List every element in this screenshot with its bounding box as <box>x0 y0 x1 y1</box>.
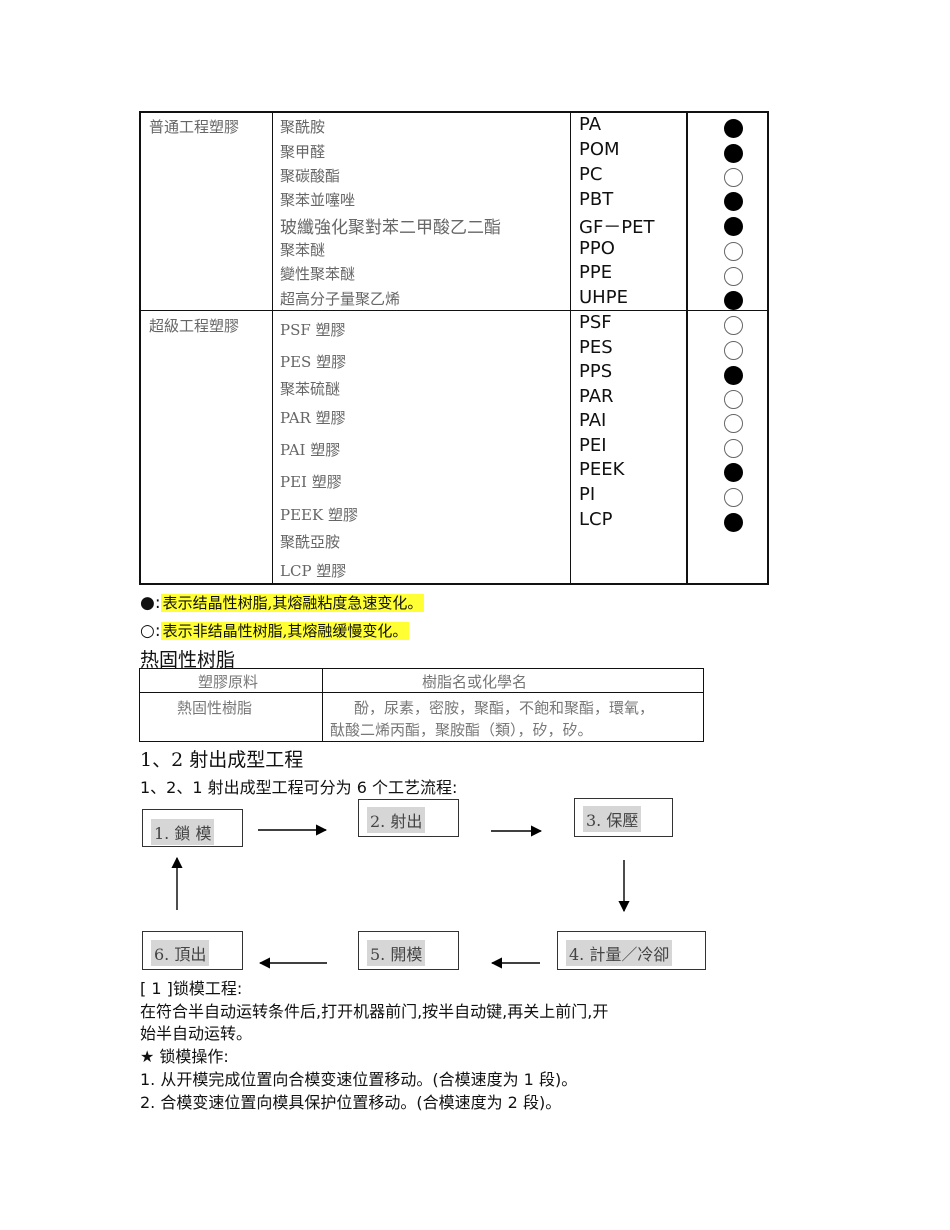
crystalline-dot-icon <box>724 144 743 163</box>
material-name: 變性聚苯醚 <box>280 265 356 283</box>
table-divider <box>570 113 571 583</box>
material-name: PSF 塑膠 <box>280 321 346 339</box>
table-row-divider <box>141 310 767 311</box>
material-name: 玻纖強化聚對苯二甲酸乙二酯 <box>280 218 501 238</box>
legend-amorphous: ○:表示非结晶性树脂,其熔融缓慢变化。 <box>140 620 410 641</box>
material-abbreviation: PAR <box>579 386 614 407</box>
filled-circle-icon: ●: <box>140 593 161 613</box>
legend-crystalline-text: 表示结晶性树脂,其熔融粘度急速变化。 <box>160 594 425 612</box>
material-name: LCP 塑膠 <box>280 562 347 580</box>
thermoset-heading: 热固性树脂 <box>140 649 236 671</box>
thermoset-resin-list: 酞酸二烯丙酯，聚胺酯（類），矽，矽。 <box>330 721 593 739</box>
material-name: 聚苯醚 <box>280 241 326 259</box>
open-circle-icon: ○: <box>140 621 161 641</box>
amorphous-dot-icon <box>724 267 743 286</box>
table-row-divider <box>140 692 703 693</box>
material-abbreviation: PPS <box>579 361 613 382</box>
flow-step-open-mold: 5. 開模 <box>358 931 459 970</box>
material-name: 超高分子量聚乙烯 <box>280 290 401 308</box>
material-table: 普通工程塑膠 超級工程塑膠 聚酰胺 聚甲醛 聚碳酸酯 聚苯並噻唑 玻纖強化聚對苯… <box>139 111 769 585</box>
thermoset-resin-list: 酚，尿素，密胺，聚酯，不飽和聚酯，環氧， <box>354 699 655 717</box>
clamp-process-title: [ 1 ]锁模工程: <box>140 979 243 998</box>
clamp-operation-title: ★ 锁模操作: <box>140 1047 229 1066</box>
amorphous-dot-icon <box>724 341 743 360</box>
amorphous-dot-icon <box>724 414 743 433</box>
flow-step-eject: 6. 頂出 <box>142 931 243 970</box>
material-name: 聚酰亞胺 <box>280 533 341 551</box>
paragraph-line: 在符合半自动运转条件后,打开机器前门,按半自动键,再关上前门,开 <box>140 1002 609 1021</box>
paragraph-line: 始半自动运转。 <box>140 1024 253 1043</box>
material-name: PEEK 塑膠 <box>280 506 358 524</box>
material-abbreviation: PSF <box>579 312 612 333</box>
category-super-engineering-plastics: 超級工程塑膠 <box>149 317 240 335</box>
amorphous-dot-icon <box>724 439 743 458</box>
material-name: PES 塑膠 <box>280 353 347 371</box>
crystalline-dot-icon <box>724 463 743 482</box>
thermoset-row-label: 熱固性樹脂 <box>177 699 253 717</box>
material-abbreviation: PC <box>579 164 603 185</box>
amorphous-dot-icon <box>724 488 743 507</box>
material-abbreviation: PPO <box>579 238 615 259</box>
material-name: 聚苯並噻唑 <box>280 191 356 209</box>
crystalline-dot-icon <box>724 217 743 236</box>
material-abbreviation: POM <box>579 139 620 160</box>
crystalline-dot-icon <box>724 291 743 310</box>
flow-step-inject: 2. 射出 <box>358 799 459 837</box>
material-name: 聚碳酸酯 <box>280 167 341 185</box>
material-abbreviation: LCP <box>579 509 613 530</box>
material-abbreviation: PBT <box>579 189 614 210</box>
material-name: 聚苯硫醚 <box>280 380 341 398</box>
amorphous-dot-icon <box>724 316 743 335</box>
material-abbreviation: PEEK <box>579 459 625 480</box>
amorphous-dot-icon <box>724 168 743 187</box>
material-abbreviation: PI <box>579 484 596 505</box>
thermoset-table: 塑膠原料 樹脂名或化學名 熱固性樹脂 酚，尿素，密胺，聚酯，不飽和聚酯，環氧， … <box>139 668 704 742</box>
material-abbreviation: PAI <box>579 410 607 431</box>
legend-amorphous-text: 表示非结晶性树脂,其熔融缓慢变化。 <box>160 622 410 640</box>
material-name: 聚酰胺 <box>280 118 326 136</box>
crystalline-dot-icon <box>724 119 743 138</box>
thermoset-col-header-resin: 樹脂名或化學名 <box>422 673 528 691</box>
material-name: PEI 塑膠 <box>280 473 342 491</box>
material-name: PAI 塑膠 <box>280 441 341 459</box>
category-engineering-plastics: 普通工程塑膠 <box>149 118 240 136</box>
crystalline-dot-icon <box>724 366 743 385</box>
section-subheading: 1、2、1 射出成型工程可分为 6 个工艺流程: <box>140 778 458 797</box>
list-item: 2. 合模变速位置向模具保护位置移动。(合模速度为 2 段)。 <box>140 1093 562 1112</box>
amorphous-dot-icon <box>724 242 743 261</box>
amorphous-dot-icon <box>724 390 743 409</box>
material-name: 聚甲醛 <box>280 143 326 161</box>
flow-step-meter-cool: 4. 計量／冷卻 <box>557 931 706 970</box>
crystalline-dot-icon <box>724 192 743 211</box>
material-abbreviation: GF－PET <box>579 217 655 238</box>
material-abbreviation: PEI <box>579 435 607 456</box>
legend-crystalline: ●:表示结晶性树脂,其熔融粘度急速变化。 <box>140 592 425 613</box>
table-divider <box>272 113 273 583</box>
material-abbreviation: PA <box>579 114 602 135</box>
material-abbreviation: PES <box>579 337 613 358</box>
section-heading: 1、2 射出成型工程 <box>140 749 304 771</box>
crystalline-dot-icon <box>724 513 743 532</box>
table-divider <box>686 113 688 583</box>
flow-step-hold-pressure: 3. 保壓 <box>574 798 673 837</box>
list-item: 1. 从开模完成位置向合模变速位置移动。(合模速度为 1 段)。 <box>140 1070 578 1089</box>
thermoset-col-header-material: 塑膠原料 <box>198 673 259 691</box>
material-name: PAR 塑膠 <box>280 409 346 427</box>
flow-step-clamp: 1. 鎖 模 <box>142 809 243 847</box>
material-abbreviation: PPE <box>579 262 613 283</box>
material-abbreviation: UHPE <box>579 287 628 308</box>
table-divider <box>322 669 323 741</box>
